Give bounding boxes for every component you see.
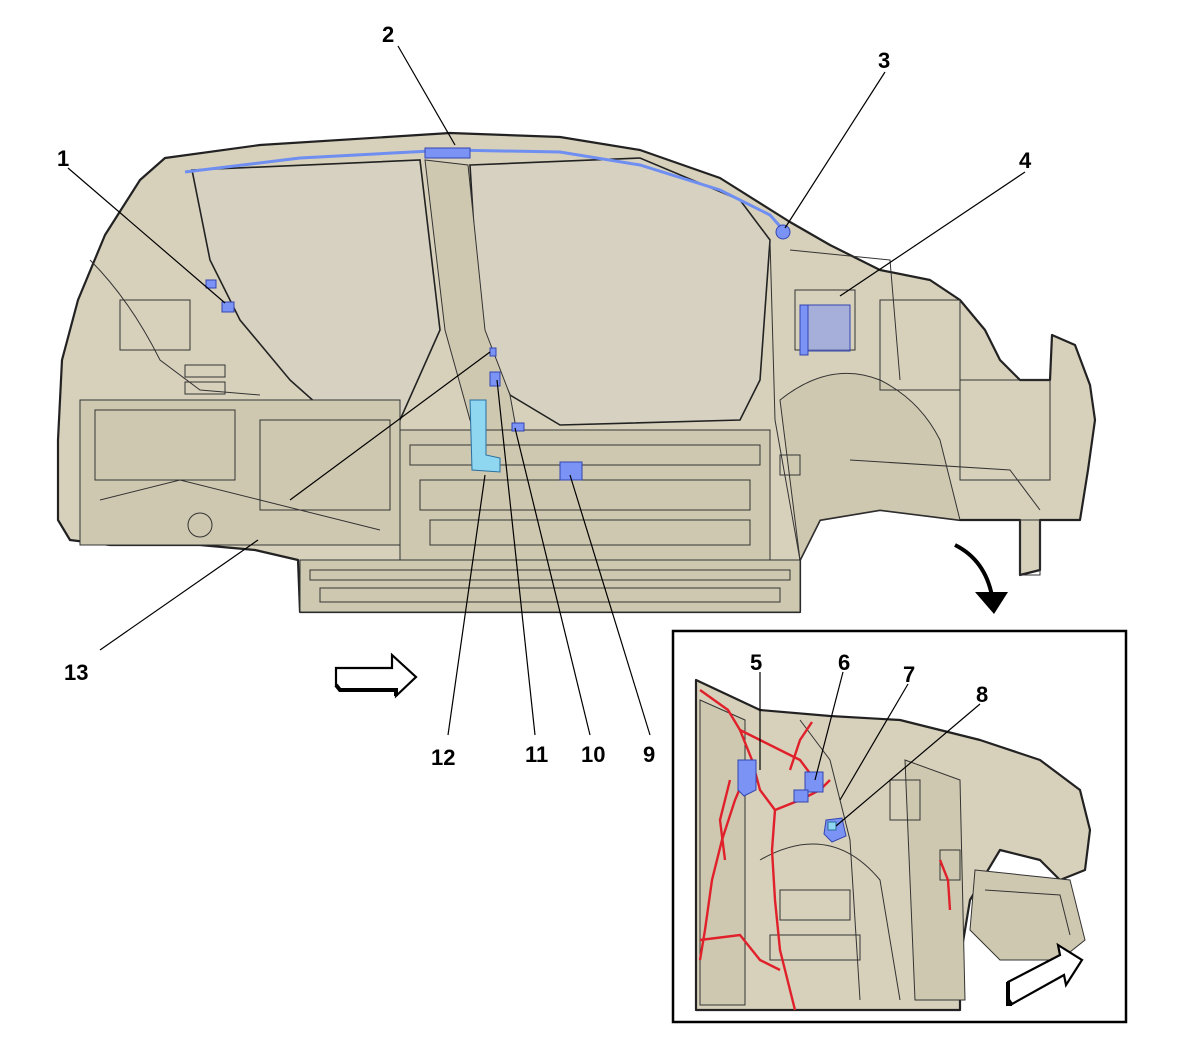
arrow-forward-icon <box>1006 942 1084 1006</box>
front-harness-red <box>699 689 831 812</box>
callout-3: 3 <box>878 48 890 73</box>
callout-11: 11 <box>525 742 548 767</box>
callout-1: 1 <box>57 146 69 171</box>
callout-10: 10 <box>581 742 605 767</box>
rocker-sill <box>299 559 801 613</box>
callout-6: 6 <box>838 650 850 675</box>
curved-arrow-down-icon <box>954 543 1008 614</box>
roof-harness <box>184 148 787 233</box>
callout-9: 9 <box>643 742 655 767</box>
callout-4: 4 <box>1019 148 1032 173</box>
inset-detail-view: 5 6 7 8 <box>671 629 1128 1024</box>
vehicle-body-side-view <box>56 131 1097 614</box>
front-door-window <box>469 157 771 426</box>
callout-7: 7 <box>903 662 915 687</box>
callouts-main: 1 2 3 4 13 12 11 10 9 <box>57 22 1032 770</box>
front-wheel-arch <box>779 372 961 562</box>
arrow-forward-icon <box>334 652 418 699</box>
b-pillar-connector <box>469 399 501 473</box>
callout-12: 12 <box>431 745 455 770</box>
callout-13: 13 <box>64 660 88 685</box>
callout-2: 2 <box>382 22 394 47</box>
callout-8: 8 <box>976 682 988 707</box>
callout-5: 5 <box>750 650 762 675</box>
